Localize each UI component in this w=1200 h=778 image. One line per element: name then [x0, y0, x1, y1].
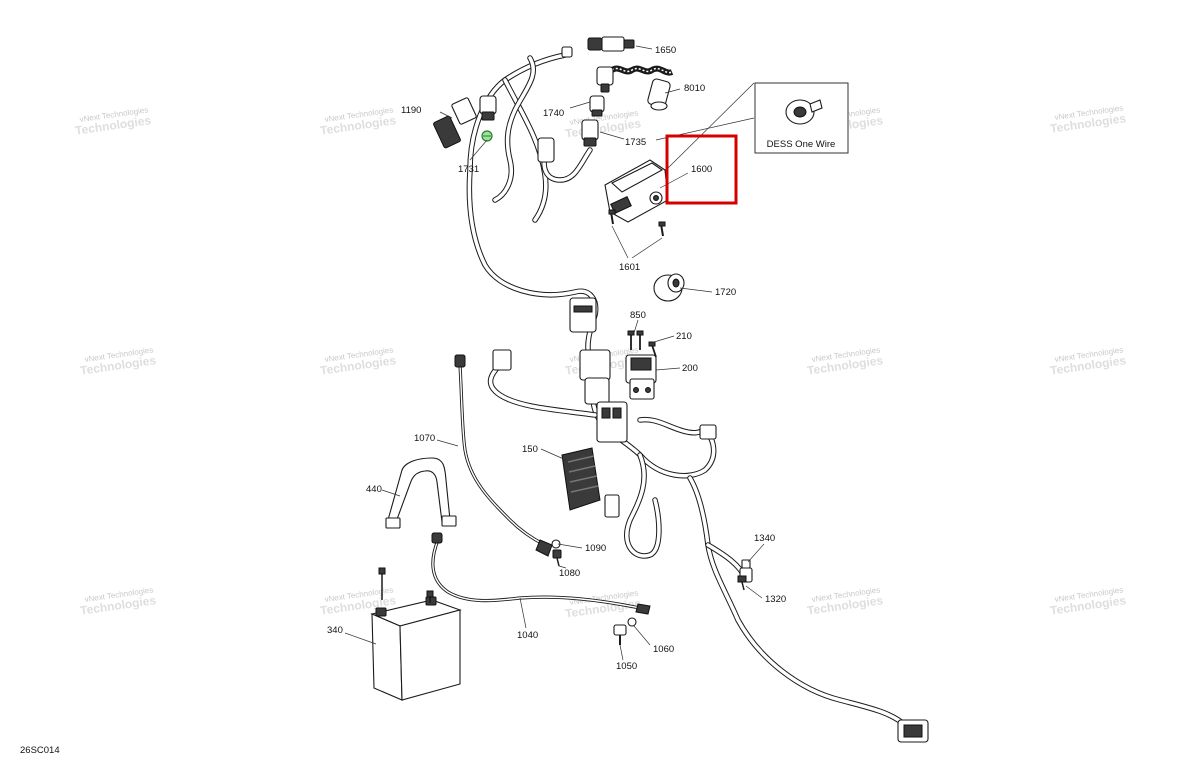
- leader-lines: [344, 45, 765, 661]
- screw-1320: [737, 575, 747, 591]
- callout-1070: 1070: [414, 433, 435, 444]
- watermark: vNext Technologies Technologies: [1049, 345, 1127, 377]
- highlight-box: [665, 134, 738, 205]
- connector-1740: [479, 95, 605, 121]
- callout-1600: 1600: [691, 164, 712, 175]
- watermark: vNext Technologies Technologies: [79, 585, 157, 617]
- watermark: vNext Technologies Technologies: [564, 588, 642, 620]
- watermark: vNext Technologies Technologies: [564, 108, 642, 140]
- watermark: vNext Technologies Technologies: [319, 345, 397, 377]
- wiring-harness: [466, 52, 908, 728]
- callout-1740: 1740: [543, 108, 564, 119]
- watermark: vNext Technologies Technologies: [319, 105, 397, 137]
- watermark: vNext Technologies Technologies: [74, 105, 152, 137]
- dess-inset: DESS One Wire: [754, 82, 849, 154]
- callout-1080: 1080: [559, 568, 580, 579]
- strap-440: [385, 457, 457, 529]
- callout-1735: 1735: [625, 137, 646, 148]
- callout-1650: 1650: [655, 45, 676, 56]
- connector-1650: [561, 36, 635, 58]
- screws-1601: [608, 209, 666, 237]
- relay-200: [625, 354, 657, 400]
- cable-1040: [431, 532, 651, 615]
- part-8010: [647, 78, 671, 111]
- callout-1601: 1601: [619, 262, 640, 273]
- dess-key-icon: [785, 99, 823, 125]
- callout-1050: 1050: [616, 661, 637, 672]
- connector-1735: [581, 119, 599, 147]
- connector-coiled-cord: [596, 65, 674, 93]
- watermark: vNext Technologies Technologies: [1049, 585, 1127, 617]
- bolt-1060: [627, 617, 637, 627]
- callout-150: 150: [522, 444, 538, 455]
- watermark: vNext Technologies Technologies: [806, 585, 884, 617]
- callout-210: 210: [676, 331, 692, 342]
- callout-1720: 1720: [715, 287, 736, 298]
- connector-1190: [433, 97, 477, 149]
- connector-rear: [897, 719, 929, 743]
- callout-850: 850: [630, 310, 646, 321]
- battery-340: [370, 567, 462, 701]
- watermark: vNext Technologies Technologies: [79, 345, 157, 377]
- callout-1320: 1320: [765, 594, 786, 605]
- callout-1040: 1040: [517, 630, 538, 641]
- part-1720: [653, 273, 685, 302]
- bolt-1050: [613, 624, 627, 645]
- fuse-block: [579, 349, 628, 443]
- callout-200: 200: [682, 363, 698, 374]
- callout-1190: 1190: [401, 105, 421, 116]
- cable-1070: [454, 354, 553, 557]
- callouts: 1650 8010 1190 1740 1735 1731 1600 1601 …: [327, 45, 786, 672]
- callout-340: 340: [327, 625, 343, 636]
- watermark: vNext Technologies Technologies: [806, 345, 884, 377]
- clip-1731: [481, 130, 493, 142]
- watermark: vNext Technologies Technologies: [1049, 103, 1127, 135]
- dess-inset-label: DESS One Wire: [767, 139, 836, 150]
- callout-8010: 8010: [684, 83, 705, 94]
- diagram-id: 26SC014: [20, 745, 60, 756]
- callout-1090: 1090: [585, 543, 606, 554]
- nut-1080: [552, 549, 562, 567]
- callout-440: 440: [366, 484, 382, 495]
- callout-1340: 1340: [754, 533, 775, 544]
- callout-1060: 1060: [653, 644, 674, 655]
- callout-1731: 1731: [458, 164, 479, 175]
- regulator-150: [561, 447, 601, 511]
